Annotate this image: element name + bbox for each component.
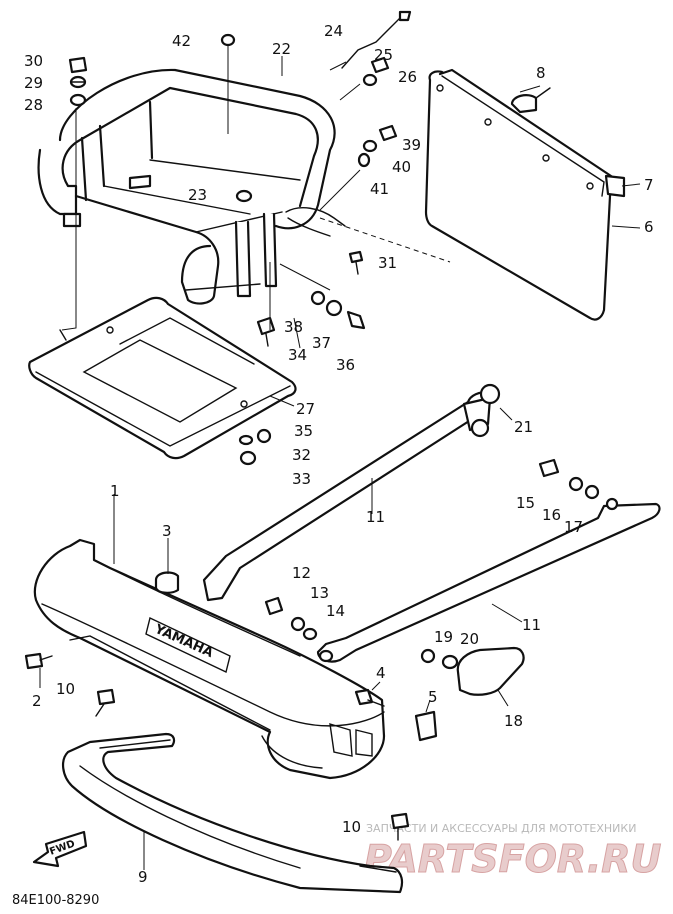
callout: 19 bbox=[434, 628, 453, 646]
callout: 40 bbox=[392, 158, 411, 176]
part-8-lamp bbox=[510, 94, 538, 114]
callout: 33 bbox=[292, 470, 311, 488]
callout: 42 bbox=[172, 32, 191, 50]
callout: 30 bbox=[24, 52, 43, 70]
callout: 23 bbox=[188, 186, 207, 204]
callout: 31 bbox=[378, 254, 397, 272]
part-6-plate-bracket bbox=[424, 68, 626, 321]
callout: 24 bbox=[324, 22, 343, 40]
callout: 22 bbox=[272, 40, 291, 58]
part-9-guard-bar bbox=[62, 732, 404, 894]
watermark-tagline: ЗАПЧАСТИ И АКСЕССУАРЫ ДЛЯ МОТОТЕХНИКИ bbox=[366, 822, 636, 835]
part-27-base-plate bbox=[28, 296, 297, 460]
callout: 26 bbox=[398, 68, 417, 86]
callout: 39 bbox=[402, 136, 421, 154]
callout: 9 bbox=[138, 868, 148, 886]
callout: 35 bbox=[294, 422, 313, 440]
callout: 15 bbox=[516, 494, 535, 512]
leader-lines bbox=[39, 46, 641, 870]
callout: 32 bbox=[292, 446, 311, 464]
callout: 1 bbox=[110, 482, 120, 500]
callout: 16 bbox=[542, 506, 561, 524]
part-18-reflector bbox=[456, 646, 525, 696]
watermark: ЗАПЧАСТИ И АКСЕССУАРЫ ДЛЯ МОТОТЕХНИКИ PA… bbox=[364, 822, 663, 882]
callout: 20 bbox=[460, 630, 479, 648]
part-5-bracket bbox=[414, 710, 438, 742]
diagram-code: 84E100-8290 bbox=[12, 893, 99, 908]
part-3-grommet bbox=[154, 571, 180, 594]
callout: 7 bbox=[644, 176, 654, 194]
callout: 10 bbox=[56, 680, 75, 698]
callout: 6 bbox=[644, 218, 654, 236]
callout: 18 bbox=[504, 712, 523, 730]
part-1-front-bumper: YAMAHA bbox=[33, 538, 386, 780]
callout: 29 bbox=[24, 74, 43, 92]
callout: 25 bbox=[374, 46, 393, 64]
callout: 14 bbox=[326, 602, 345, 620]
callout: 27 bbox=[296, 400, 315, 418]
watermark-site: PARTSFOR.RU bbox=[364, 837, 662, 881]
callout: 38 bbox=[284, 318, 303, 336]
callout: 10 bbox=[342, 818, 361, 836]
callout: 12 bbox=[292, 564, 311, 582]
callout: 5 bbox=[428, 688, 438, 706]
callout-labels: 1 2 3 4 5 6 7 8 9 10 10 11 11 12 13 14 1… bbox=[24, 22, 654, 886]
callout: 2 bbox=[32, 692, 42, 710]
part-22-carrier-rack bbox=[37, 68, 346, 305]
callout: 13 bbox=[310, 584, 329, 602]
callout: 41 bbox=[370, 180, 389, 198]
part-11-support-stays bbox=[202, 383, 661, 663]
callout: 36 bbox=[336, 356, 355, 374]
callout: 11 bbox=[366, 508, 385, 526]
callout: 21 bbox=[514, 418, 533, 436]
callout: 3 bbox=[162, 522, 172, 540]
callout: 11 bbox=[522, 616, 541, 634]
callout: 4 bbox=[376, 664, 386, 682]
fwd-arrow-icon: FWD bbox=[32, 830, 88, 868]
callout: 34 bbox=[288, 346, 307, 364]
part-7-clip bbox=[604, 174, 626, 198]
callout: 37 bbox=[312, 334, 331, 352]
callout: 17 bbox=[564, 518, 583, 536]
callout: 28 bbox=[24, 96, 43, 114]
callout: 8 bbox=[536, 64, 546, 82]
